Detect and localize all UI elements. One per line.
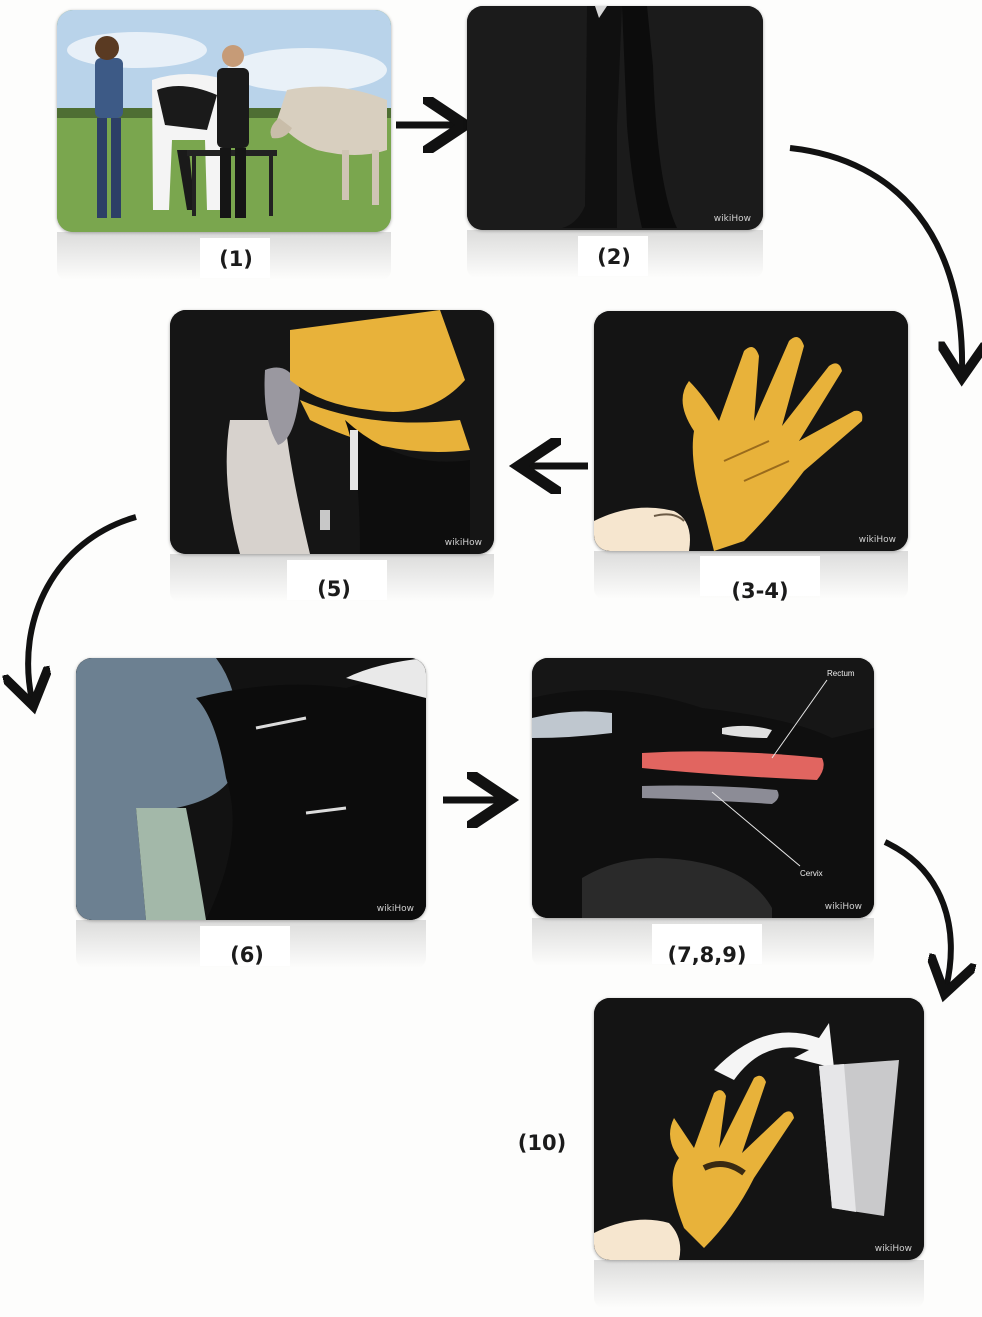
step-7-8-9-caption: (7,8,9) [647, 942, 767, 968]
arrow-7-to-10 [885, 842, 951, 988]
step-10-caption: (10) [482, 1130, 602, 1156]
step-10-illustration: wikiHow [594, 998, 924, 1260]
step-2-illustration: wikiHow [467, 6, 763, 230]
watermark: wikiHow [825, 902, 862, 912]
step-3-4-illustration: wikiHow [594, 311, 908, 551]
step-1-illustration [57, 10, 391, 232]
step-2-caption: (2) [554, 244, 674, 270]
watermark: wikiHow [445, 538, 482, 548]
watermark: wikiHow [875, 1244, 912, 1254]
cervix-label: Cervix [800, 869, 823, 878]
step-5-caption: (5) [274, 576, 394, 602]
step-5-illustration: wikiHow [170, 310, 494, 554]
step-7-8-9-illustration: Rectum Cervix wikiHow [532, 658, 874, 918]
step-3-4-caption: (3-4) [700, 578, 820, 604]
watermark: wikiHow [859, 535, 896, 545]
step-1-caption: (1) [176, 246, 296, 272]
watermark: wikiHow [714, 214, 751, 224]
step-6-illustration: wikiHow [76, 658, 426, 920]
step-6-caption: (6) [187, 942, 307, 968]
rectum-label: Rectum [827, 669, 855, 678]
watermark: wikiHow [377, 904, 414, 914]
